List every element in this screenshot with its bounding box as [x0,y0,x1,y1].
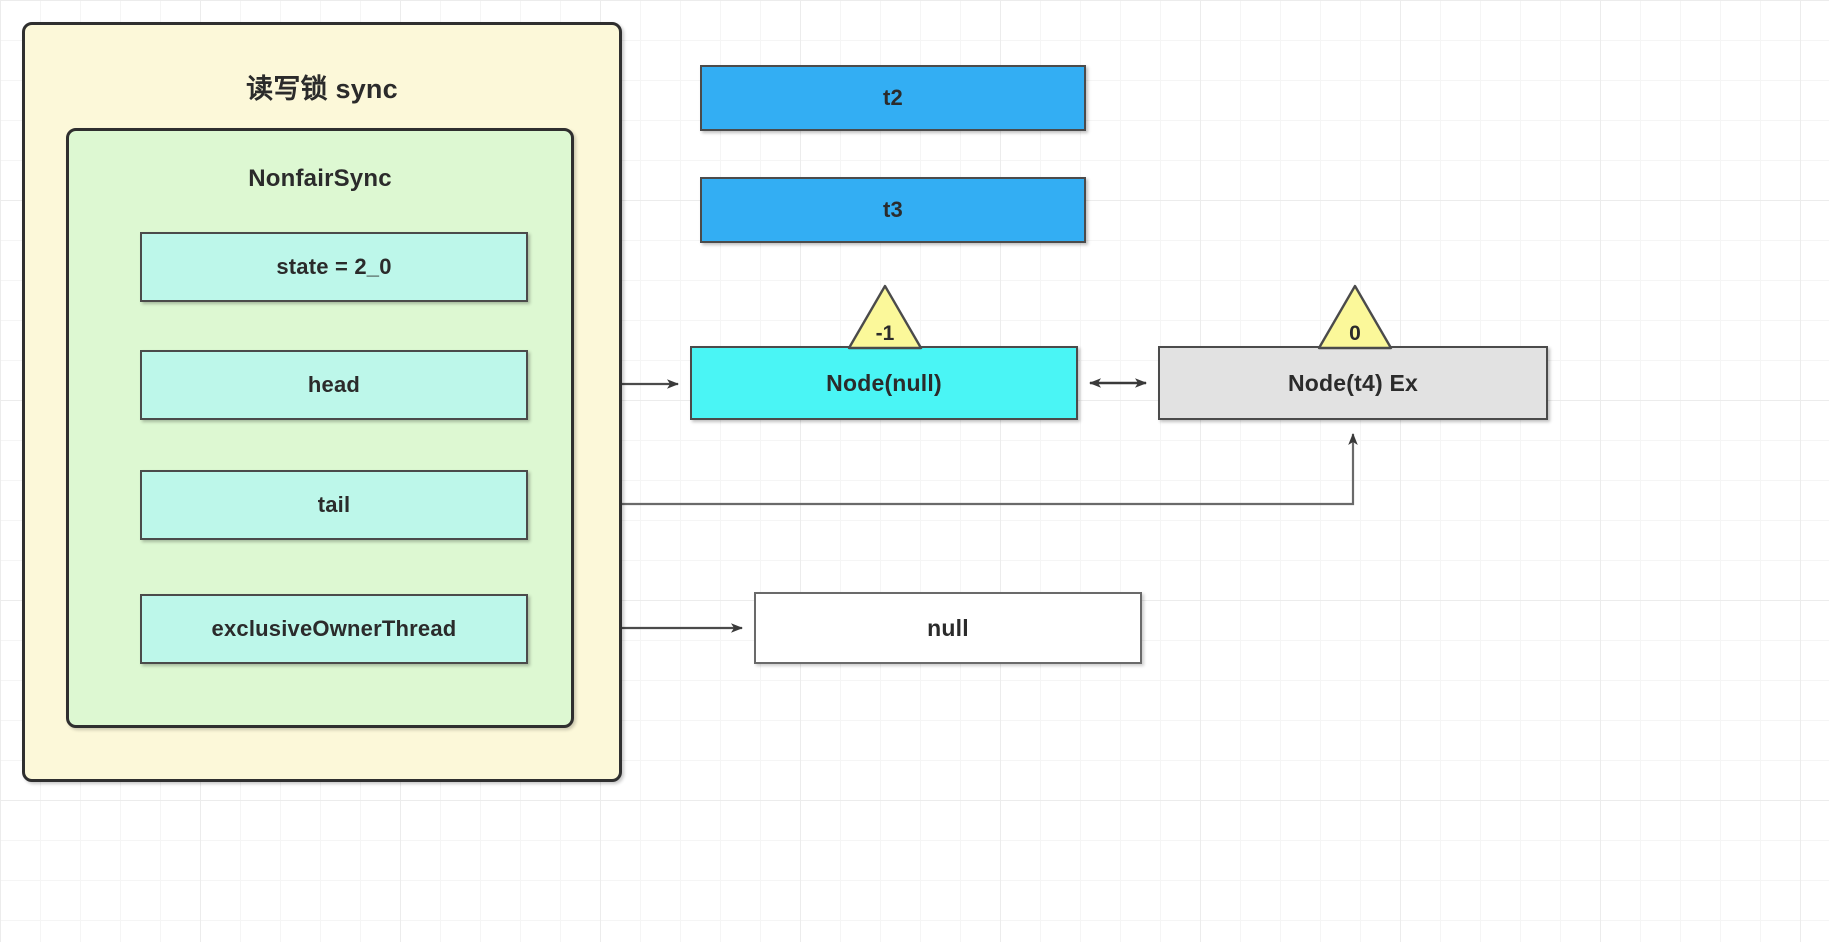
owner-thread-value-label: null [927,614,969,641]
waitstatus-node-t4-label: 0 [1349,322,1361,345]
field-head: head [140,350,528,420]
node-t4-label: Node(t4) Ex [1288,369,1418,396]
field-exclusive-owner-thread-label: exclusiveOwnerThread [211,616,457,641]
triangle-icon [847,284,923,350]
node-box-null: Node(null) [690,346,1078,420]
field-tail: tail [140,470,528,540]
thread-box-t3: t3 [700,177,1086,243]
triangle-icon [1317,284,1393,350]
sync-outer-title: 读写锁 sync [246,74,398,104]
edge-tail-to-node-t4 [528,433,1358,506]
field-exclusive-owner-thread: exclusiveOwnerThread [140,594,528,664]
thread-box-t2: t2 [700,65,1086,131]
field-head-label: head [307,372,361,397]
waitstatus-triangle-node-t4: 0 [1317,284,1393,350]
field-state: state = 2_0 [140,232,528,302]
owner-thread-value-box: null [754,592,1142,664]
node-null-label: Node(null) [826,369,942,396]
waitstatus-triangle-node-null: -1 [847,284,923,350]
thread-t3-label: t3 [883,197,903,222]
field-tail-label: tail [317,492,351,517]
thread-t2-label: t2 [883,85,903,110]
field-state-label: state = 2_0 [276,254,392,279]
nonfairsync-title: NonfairSync [248,165,392,192]
waitstatus-node-null-label: -1 [875,322,895,345]
node-box-t4-exclusive: Node(t4) Ex [1158,346,1548,420]
